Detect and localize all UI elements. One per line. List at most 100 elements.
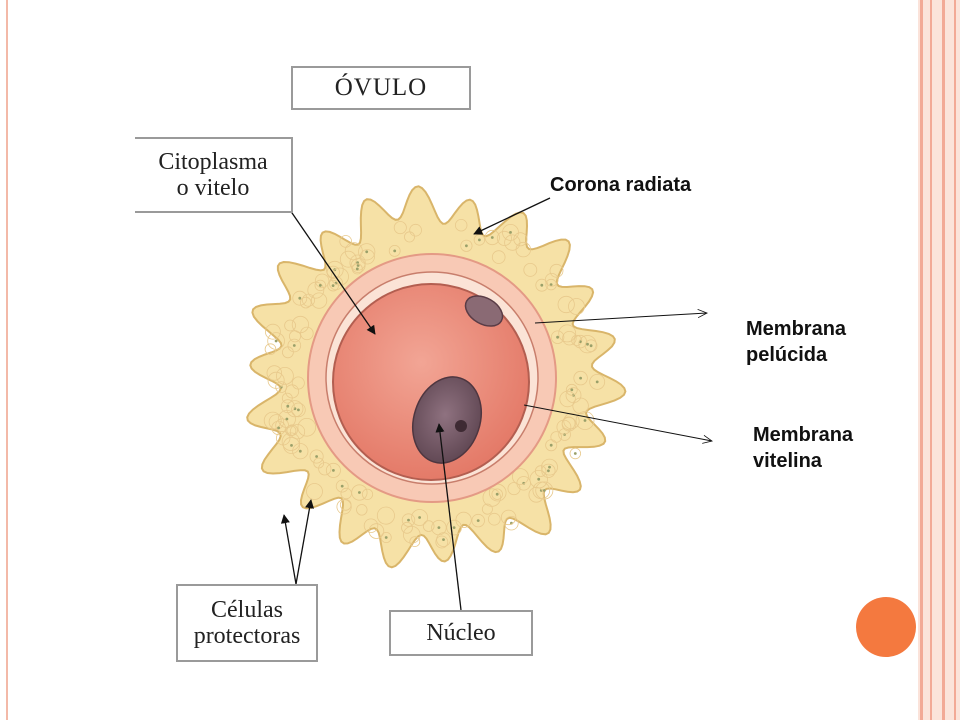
- nucleolus: [455, 420, 467, 432]
- corona-cell: [282, 436, 300, 454]
- frame-stripe: [942, 0, 945, 720]
- corona-cell: [361, 488, 374, 500]
- corona-cell: [310, 292, 328, 309]
- corona-radiata-text: Corona radiata: [550, 174, 692, 196]
- corona-cell: [380, 532, 392, 544]
- corona-cell: [285, 425, 297, 437]
- corona-cell: [275, 366, 294, 385]
- corona-radiata-label: Corona radiata: [550, 172, 691, 198]
- corona-cell-nucleus: [452, 526, 456, 529]
- corona-cell: [285, 384, 300, 399]
- corona-cell: [572, 397, 589, 415]
- corona-cell: [318, 462, 332, 476]
- corona-cell: [330, 267, 349, 286]
- corona-cell-nucleus: [365, 250, 369, 254]
- corona-cell-nucleus: [393, 249, 397, 253]
- corona-cell: [411, 509, 429, 526]
- corona-cell: [512, 468, 529, 486]
- corona-cell-nucleus: [442, 538, 445, 541]
- arrow-membrana-vitelina: [523, 404, 712, 441]
- arrow-corona: [473, 197, 551, 235]
- corona-cell: [358, 243, 376, 261]
- corona-cell: [460, 239, 473, 252]
- corona-cell-nucleus: [315, 455, 318, 458]
- corona-cell-nucleus: [579, 376, 582, 380]
- corona-cell-nucleus: [476, 519, 480, 522]
- arrow-citoplasma: [289, 209, 376, 335]
- corona-cell: [561, 416, 576, 431]
- corona-cell-nucleus: [547, 469, 550, 473]
- corona-cell-nucleus: [331, 284, 335, 287]
- corona-cell-nucleus: [407, 518, 410, 522]
- corona-cell-nucleus: [548, 465, 551, 469]
- corona-cell: [309, 449, 324, 464]
- arrow-celulas-2: [295, 499, 315, 585]
- corona-cell: [549, 263, 564, 278]
- frame-stripe: [920, 0, 923, 720]
- corona-cell: [578, 335, 597, 354]
- corona-cell-nucleus: [286, 404, 290, 408]
- corona-cell: [299, 296, 312, 309]
- corona-cell: [557, 295, 575, 314]
- corona-cell-nucleus: [586, 342, 589, 346]
- corona-cell: [266, 365, 283, 381]
- corona-cell: [268, 414, 285, 430]
- corona-cell: [300, 326, 314, 341]
- nucleo-label: Núcleo: [426, 619, 496, 646]
- corona-cell-nucleus: [332, 469, 335, 472]
- corona-cell: [544, 272, 559, 287]
- corona-cell: [368, 523, 385, 539]
- citoplasma-label-line2: o vitelo: [176, 175, 250, 201]
- slide-frame-left-line: [6, 0, 8, 720]
- corona-cell: [481, 503, 493, 515]
- corona-cell: [267, 371, 285, 389]
- corona-cell: [484, 229, 500, 246]
- corona-cell: [446, 519, 462, 536]
- corona-cell-nucleus: [465, 244, 468, 248]
- slide-frame-right-band: [918, 0, 960, 720]
- corona-cell: [275, 418, 289, 433]
- corona-cell: [573, 370, 588, 386]
- citoplasma-label-line1: Citoplasma: [158, 148, 268, 175]
- corona-cell-nucleus: [298, 296, 302, 300]
- corona-cell: [271, 420, 286, 436]
- corona-cell-nucleus: [356, 264, 360, 267]
- corona-cells: [263, 218, 606, 549]
- corona-cell: [504, 234, 521, 251]
- membrana-vitelina-line1: Membrana: [753, 424, 854, 446]
- corona-cell: [339, 250, 357, 268]
- corona-cell: [351, 263, 363, 275]
- arrow-nucleo: [435, 423, 462, 611]
- corona-cell: [280, 399, 295, 414]
- corona-cell-nucleus: [495, 492, 499, 496]
- corona-cell: [541, 458, 558, 476]
- membrana-pelucida-label: Membrana pelúcida: [746, 316, 846, 368]
- corona-cell: [471, 513, 485, 528]
- corona-cell: [325, 260, 344, 279]
- corona-cell: [401, 513, 416, 527]
- corona-cell-nucleus: [573, 452, 577, 455]
- corona-cell: [264, 323, 281, 340]
- corona-cell: [281, 432, 301, 451]
- corona-cell: [534, 465, 547, 477]
- corona-cell-nucleus: [290, 444, 293, 447]
- corona-cell: [409, 223, 422, 237]
- corona-cell: [487, 512, 501, 526]
- corona-cell: [562, 331, 577, 346]
- arrow-membrana-pelucida: [534, 313, 707, 324]
- corona-cell: [356, 504, 368, 516]
- corona-cell-nucleus: [490, 236, 494, 239]
- corona-cell-nucleus: [509, 231, 512, 234]
- title-box: ÓVULO: [291, 66, 471, 110]
- polar-body: [464, 295, 504, 327]
- corona-cell-nucleus: [298, 449, 302, 453]
- corona-cell: [306, 483, 323, 500]
- frame-stripe: [930, 0, 932, 720]
- corona-cell: [507, 482, 521, 496]
- corona-cell-nucleus: [537, 477, 541, 481]
- corona-cell-nucleus: [589, 344, 593, 348]
- corona-cell-nucleus: [570, 388, 574, 392]
- corona-cell: [496, 230, 512, 246]
- corona-cell: [568, 298, 585, 315]
- corona-cell-nucleus: [418, 516, 421, 519]
